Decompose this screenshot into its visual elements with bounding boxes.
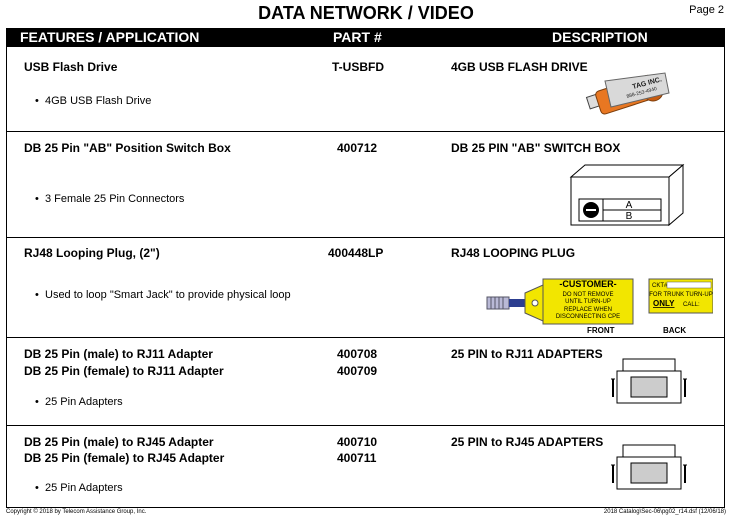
part-number: 400710: [337, 435, 378, 449]
description: 25 PIN to RJ11 ADAPTERS: [451, 347, 603, 361]
part-number: 400448LP: [328, 246, 384, 260]
file-reference: 2018 Catalog\Sec-06\pg02_r14.dsf (12/06/…: [603, 509, 726, 515]
tag-back-call: CALL:: [683, 302, 700, 308]
copyright-text: Copyright © 2018 by Telecom Assistance G…: [6, 509, 147, 515]
tag-back-only: ONLY: [653, 299, 675, 308]
feature-name: DB 25 Pin (male) to RJ11 Adapter: [24, 347, 213, 361]
page-number: Page 2: [689, 4, 724, 16]
feature-name: RJ48 Looping Plug, (2"): [24, 246, 160, 260]
tag-front-line3: REPLACE WHEN: [564, 307, 612, 313]
col-features: FEATURES / APPLICATION: [20, 29, 200, 45]
table-header: FEATURES / APPLICATION PART # DESCRIPTIO…: [6, 28, 725, 46]
page-title: DATA NETWORK / VIDEO: [258, 3, 474, 23]
bullet-item: 3 Female 25 Pin Connectors: [35, 193, 184, 205]
tag-front-line2: UNTIL TURN-UP: [565, 299, 611, 305]
looping-plug-image: -CUSTOMER- DO NOT REMOVE UNTIL TURN-UP R…: [486, 278, 713, 325]
description: DB 25 PIN "AB" SWITCH BOX: [451, 141, 621, 155]
part-number: 400712: [337, 141, 378, 155]
tag-back-ckt: CKT#: [652, 283, 668, 289]
table-row: DB 25 Pin "AB" Position Switch Box 40071…: [7, 131, 724, 238]
front-label: FRONT: [587, 326, 615, 335]
tag-front-title: -CUSTOMER-: [559, 279, 616, 289]
bullet-item: 25 Pin Adapters: [35, 396, 123, 408]
col-part: PART #: [333, 29, 382, 45]
part-number: 400711: [337, 451, 377, 465]
catalog-table: USB Flash Drive T-USBFD 4GB USB FLASH DR…: [6, 46, 725, 508]
rj11-adapter-image: [611, 358, 687, 404]
tag-back-line1: FOR TRUNK TURN-UP: [649, 292, 712, 298]
feature-name: DB 25 Pin (male) to RJ45 Adapter: [24, 435, 214, 449]
bullet-item: 25 Pin Adapters: [35, 482, 123, 494]
col-description: DESCRIPTION: [552, 29, 648, 45]
table-row: DB 25 Pin (male) to RJ11 Adapter DB 25 P…: [7, 337, 724, 426]
switch-box-image: A B: [569, 163, 685, 227]
back-label: BACK: [663, 326, 687, 335]
table-row: DB 25 Pin (male) to RJ45 Adapter DB 25 P…: [7, 425, 724, 507]
table-row: RJ48 Looping Plug, (2") 400448LP RJ48 LO…: [7, 237, 724, 338]
tag-front-line4: DISCONNECTING CPE: [556, 314, 620, 320]
description: 25 PIN to RJ45 ADAPTERS: [451, 435, 604, 449]
part-number: 400709: [337, 364, 378, 378]
description: RJ48 LOOPING PLUG: [451, 246, 576, 260]
usb-drive-image: TAG INC. 888-253-4940: [585, 72, 670, 115]
feature-name: USB Flash Drive: [24, 60, 118, 74]
feature-name: DB 25 Pin (female) to RJ45 Adapter: [24, 451, 225, 465]
bullet-item: Used to loop "Smart Jack" to provide phy…: [35, 289, 291, 301]
part-number: 400708: [337, 347, 378, 361]
switch-label-a: A: [626, 200, 633, 211]
bullet-item: 4GB USB Flash Drive: [35, 95, 151, 107]
description: 4GB USB FLASH DRIVE: [451, 60, 588, 74]
part-number: T-USBFD: [332, 60, 384, 74]
table-row: USB Flash Drive T-USBFD 4GB USB FLASH DR…: [7, 47, 724, 132]
feature-name: DB 25 Pin (female) to RJ11 Adapter: [24, 364, 224, 378]
feature-name: DB 25 Pin "AB" Position Switch Box: [24, 141, 231, 155]
rj45-adapter-image: [611, 444, 687, 490]
switch-label-b: B: [626, 211, 633, 222]
tag-front-line1: DO NOT REMOVE: [563, 292, 614, 298]
